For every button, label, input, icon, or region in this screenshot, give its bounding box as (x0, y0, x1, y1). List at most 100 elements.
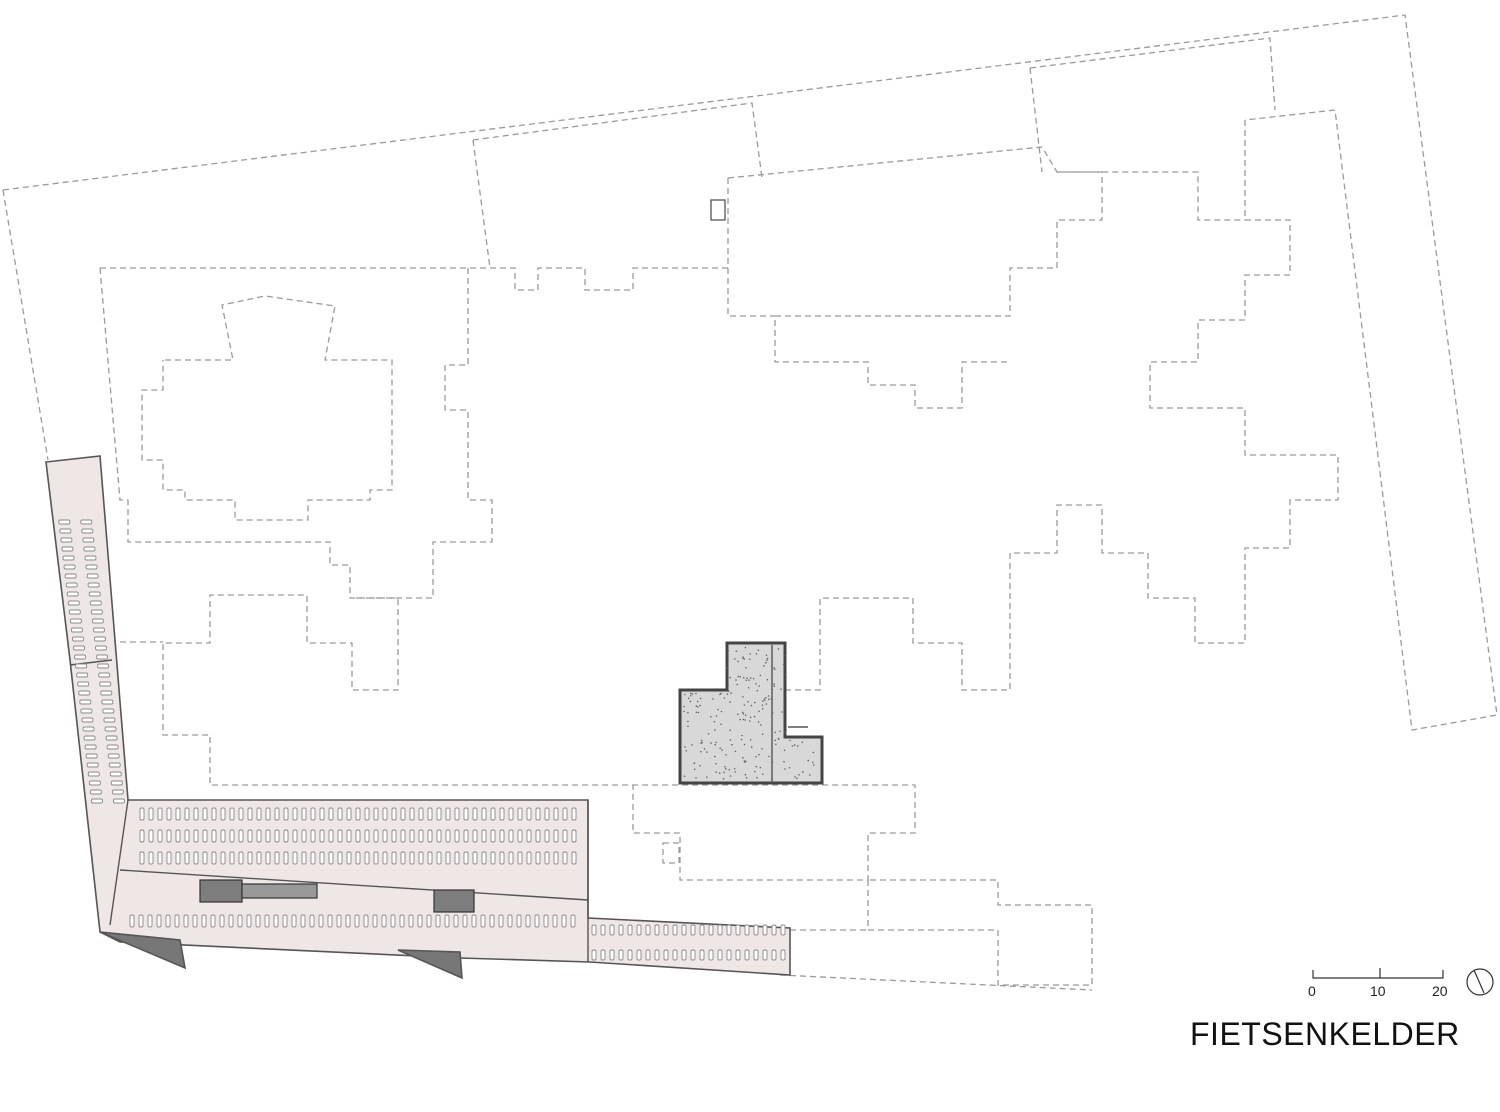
bike-rack-slot (346, 807, 352, 821)
bike-rack-slot (681, 949, 687, 961)
bike-rack-slot (60, 537, 73, 543)
bike-rack-slot (211, 851, 217, 865)
bike-rack-slot (192, 914, 198, 928)
north-arrow-icon (1466, 968, 1494, 996)
bike-rack-slot (744, 924, 750, 936)
bike-rack-slot (735, 949, 741, 961)
bike-rack-slot (609, 924, 615, 936)
bike-rack-slot (139, 829, 145, 843)
bike-rack-slot (544, 851, 550, 865)
bike-rack-slot (717, 924, 723, 936)
bike-rack-slot (300, 914, 306, 928)
bike-rack-slot (346, 829, 352, 843)
bike-rack-slot (184, 851, 190, 865)
bike-rack-slot (328, 851, 334, 865)
bike-rack-slot (256, 851, 262, 865)
bike-rack-slot (561, 914, 567, 928)
bike-rack-slot (735, 924, 741, 936)
bike-rack-slot (600, 924, 606, 936)
bike-rack-slot (562, 851, 568, 865)
bike-rack-slot (228, 914, 234, 928)
bike-rack-slot (81, 717, 94, 723)
bike-rack-slot (481, 807, 487, 821)
bike-rack-slot (89, 600, 102, 606)
bike-rack-slot (264, 914, 270, 928)
bike-rack-slot (219, 914, 225, 928)
bike-rack-slot (373, 851, 379, 865)
bike-rack-slot (337, 829, 343, 843)
bike-rack-slot (753, 924, 759, 936)
bike-rack-slot (109, 771, 122, 777)
bike-rack-slot (202, 807, 208, 821)
bike-rack-slot (553, 851, 559, 865)
bike-rack-slot (771, 924, 777, 936)
bike-rack-slot (427, 829, 433, 843)
bike-rack-slot (418, 851, 424, 865)
bike-rack-slot (364, 829, 370, 843)
bike-rack-slot (753, 949, 759, 961)
bike-rack-slot (157, 829, 163, 843)
bike-rack-slot (99, 681, 112, 687)
bike-rack-slot (310, 807, 316, 821)
bike-rack-slot (183, 914, 189, 928)
bike-rack-slot (202, 851, 208, 865)
bike-rack-slot (256, 807, 262, 821)
bike-rack-slot (59, 528, 72, 534)
bike-rack-slot (148, 829, 154, 843)
bike-rack-slot (95, 645, 107, 651)
bike-rack-slot (174, 914, 180, 928)
bike-rack-slot (681, 924, 687, 936)
bike-rack-slot (106, 744, 119, 750)
bike-rack-slot (408, 914, 414, 928)
bike-rack-slot (229, 807, 235, 821)
bicycle-cellar (45, 455, 791, 980)
bike-rack-slot (400, 829, 406, 843)
bike-rack-slot (246, 914, 252, 928)
bike-rack-slot (354, 914, 360, 928)
bike-rack-slot (107, 753, 120, 759)
bike-rack-slot (84, 744, 97, 750)
bike-rack-slot (409, 807, 415, 821)
bike-rack-slot (319, 851, 325, 865)
bike-rack-slot (148, 807, 154, 821)
bike-rack-slot (129, 914, 135, 928)
bike-rack-slot (427, 807, 433, 821)
bike-rack-slot (571, 807, 577, 821)
bike-rack-slot (112, 798, 125, 804)
bike-rack-slot (69, 618, 82, 624)
bike-rack-slot (463, 851, 469, 865)
bike-rack-slot (97, 663, 110, 669)
bike-rack-slot (85, 564, 98, 570)
bike-rack-slot (373, 829, 379, 843)
bike-rack-slot (553, 829, 559, 843)
bike-rack-slot (184, 829, 190, 843)
bike-rack-slot (663, 924, 669, 936)
bike-rack-slot (65, 582, 78, 588)
bike-rack-slot (391, 851, 397, 865)
bike-rack-slot (139, 807, 145, 821)
bike-rack-slot (780, 949, 786, 961)
bike-rack-slot (138, 914, 144, 928)
bike-rack-slot (283, 829, 289, 843)
bike-rack-slot (184, 807, 190, 821)
ramp-core (241, 883, 318, 899)
bike-rack-slot (535, 829, 541, 843)
bike-rack-slot (193, 829, 199, 843)
bike-rack-slot (418, 807, 424, 821)
bike-rack-slot (570, 914, 576, 928)
bike-rack-slot (627, 949, 633, 961)
bike-rack-slot (426, 914, 432, 928)
bike-rack-slot (490, 851, 496, 865)
bike-rack-slot (427, 851, 433, 865)
bike-rack-slot (345, 914, 351, 928)
bike-rack-slot (535, 851, 541, 865)
bike-rack-slot (480, 914, 486, 928)
bike-rack-slot (85, 753, 98, 759)
bike-rack-slot (80, 519, 93, 525)
bike-rack-slot (636, 949, 642, 961)
bike-rack-slot (364, 807, 370, 821)
bike-rack-slot (238, 807, 244, 821)
bike-rack-slot (418, 829, 424, 843)
bike-rack-slot (193, 851, 199, 865)
